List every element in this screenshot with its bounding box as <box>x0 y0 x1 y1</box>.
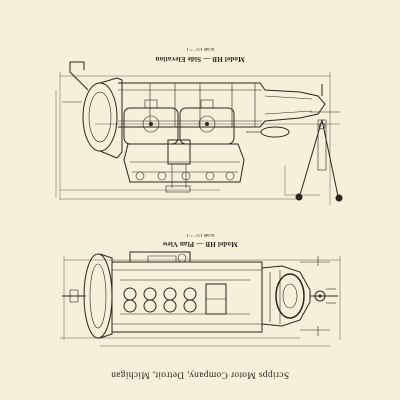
plan-view-engine <box>60 251 341 347</box>
footer-caption: Scripps Motor Company, Detroit, Michigan <box>110 369 290 380</box>
side-elevation-engine <box>55 61 343 205</box>
